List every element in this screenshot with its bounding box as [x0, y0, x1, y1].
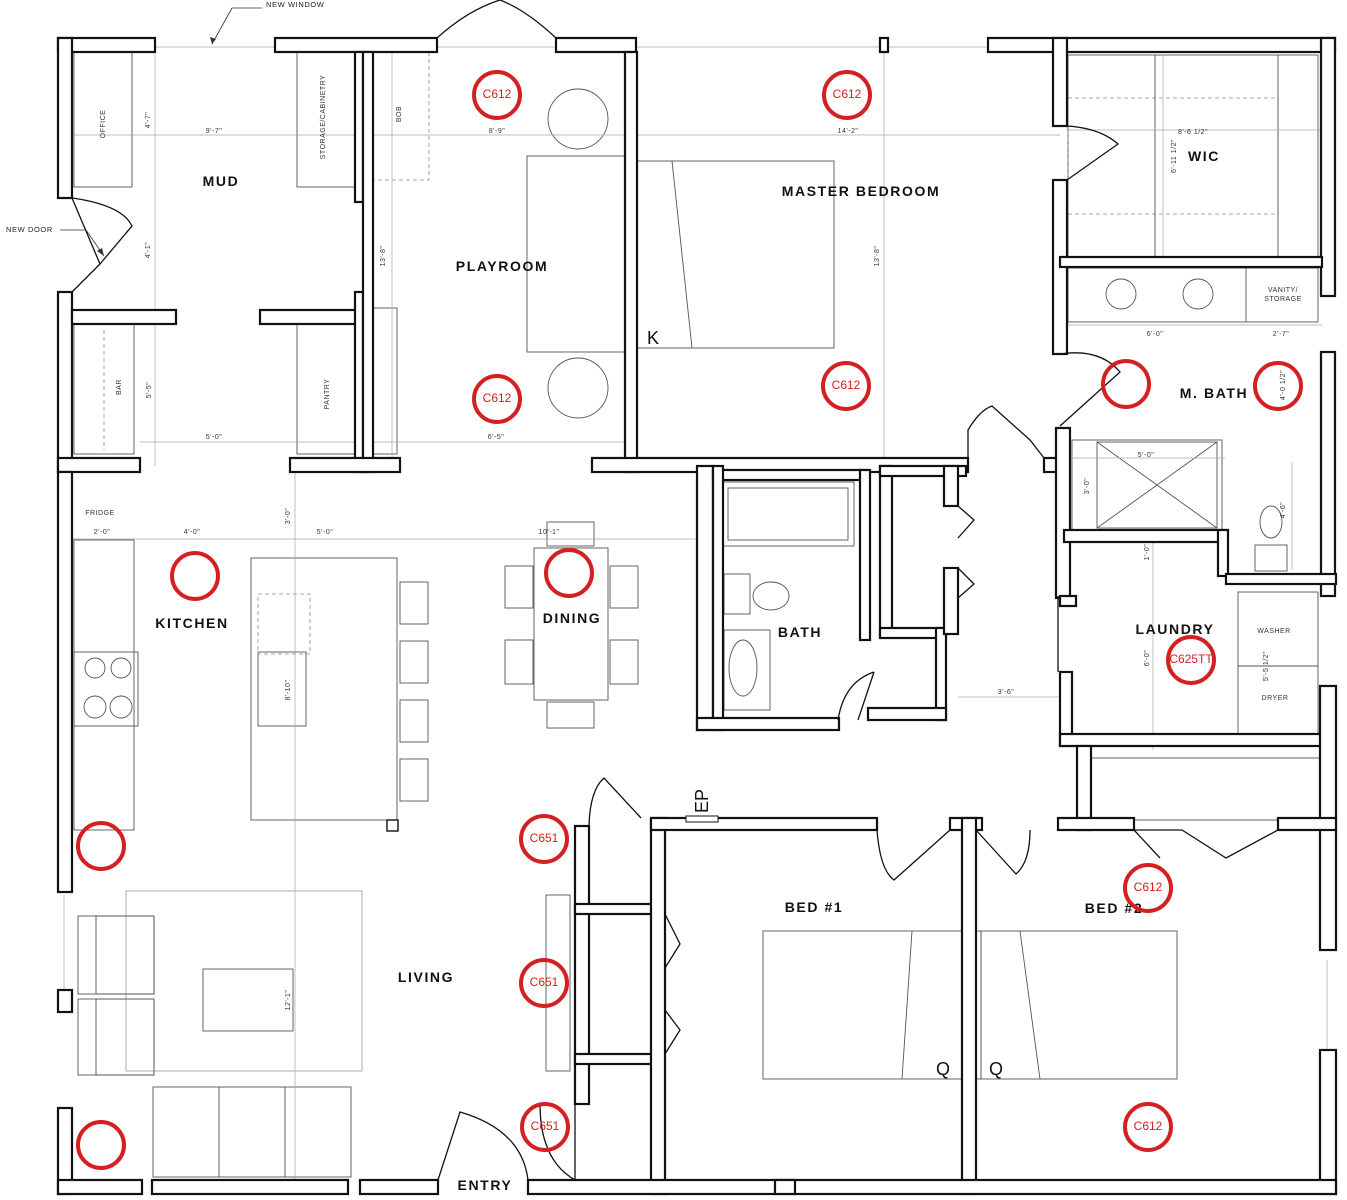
dimension-kitchen-width-1: 4'-0"	[184, 529, 200, 536]
dimension-shower-height: 3'-0"	[1084, 478, 1091, 494]
room-labels: MUD PLAYROOM MASTER BEDROOM WIC M. BATH …	[155, 148, 1249, 1193]
light-fixtures: C612 C612 C612 C612 C625TT C651 C651 C65…	[76, 70, 1303, 1170]
storage-cabinetry-label: STORAGE/CABINETRY	[320, 75, 327, 159]
light-fixture-marker[interactable]: C612	[472, 374, 522, 424]
room-label-dining: DINING	[543, 610, 602, 626]
room-label-m-bath: M. BATH	[1180, 385, 1249, 401]
new-window-label: NEW WINDOW	[266, 0, 325, 9]
svg-text:C651: C651	[530, 831, 559, 845]
dimension-kitchen-height: 3'-0"	[285, 508, 292, 524]
svg-text:C612: C612	[1134, 1119, 1163, 1133]
room-label-wic: WIC	[1188, 148, 1220, 164]
dimension-kitchen-width-2: 5'-0"	[317, 529, 333, 536]
light-fixture-marker[interactable]: C651	[519, 958, 569, 1008]
light-fixture-marker[interactable]	[76, 821, 126, 871]
room-label-bed-2: BED #2	[1085, 900, 1144, 916]
dimension-playroom-height: 13'-8"	[380, 246, 387, 267]
dimension-dining-width: 10'-1"	[539, 529, 560, 536]
svg-text:C612: C612	[833, 87, 862, 101]
light-fixture-marker[interactable]	[76, 1120, 126, 1170]
dryer-label: DRYER	[1262, 695, 1289, 702]
dimension-playroom-width: 8'-9"	[489, 128, 505, 135]
light-fixture-marker[interactable]	[544, 548, 594, 598]
light-fixture-marker[interactable]: C612	[1123, 1102, 1173, 1152]
svg-text:C651: C651	[531, 1119, 560, 1133]
fixture-labels: OFFICE STORAGE/CABINETRY BOB BAR PANTRY …	[85, 75, 1302, 1079]
walls	[56, 36, 1338, 1196]
dimension-bar-width: 5'-0"	[206, 434, 222, 441]
dimension-island: 8'-10"	[285, 680, 292, 701]
svg-text:C612: C612	[1134, 880, 1163, 894]
dimension-master-width: 14'-2"	[838, 128, 859, 135]
room-label-playroom: PLAYROOM	[456, 258, 548, 274]
light-fixture-marker[interactable]	[1253, 361, 1303, 411]
room-label-living: LIVING	[398, 969, 454, 985]
new-door-label: NEW DOOR	[6, 225, 53, 234]
room-label-bed-1: BED #1	[785, 899, 844, 915]
light-fixture-marker[interactable]: C651	[520, 1102, 570, 1152]
dimension-vanity-width: 2'-7"	[1273, 331, 1289, 338]
bob-label: BOB	[396, 106, 403, 122]
light-fixture-marker[interactable]: C612	[821, 361, 871, 411]
furniture-layer	[73, 51, 1321, 1178]
bed-size-queen-label-1: Q	[936, 1059, 950, 1079]
svg-text:C612: C612	[483, 391, 512, 405]
dimension-mud-height: 4'-1"	[145, 242, 152, 258]
dimension-living-height: 12'-1"	[285, 990, 292, 1011]
room-label-bath: BATH	[778, 624, 822, 640]
dimension-shower-width: 5'-0"	[1138, 452, 1154, 459]
dimension-master-height: 13'-8"	[874, 246, 881, 267]
light-fixture-marker[interactable]	[1101, 359, 1151, 409]
dimension-mud-width: 9'-7"	[206, 128, 222, 135]
dimension-hall: 3'-6"	[998, 689, 1014, 696]
room-label-mud: MUD	[203, 173, 240, 189]
vanity-storage-label-2: STORAGE	[1264, 296, 1302, 303]
pantry-label: PANTRY	[324, 379, 331, 410]
svg-text:C625TT: C625TT	[1169, 652, 1213, 666]
dimension-labels: 4'-7" 9'-7" 8'-9" 14'-2" 8'-6 1/2" 6'-11…	[94, 112, 1289, 1011]
dimension-wc-depth: 4'-6"	[1280, 502, 1287, 518]
dimension-bar-height: 5'-5"	[146, 382, 153, 398]
room-label-kitchen: KITCHEN	[155, 615, 228, 631]
room-label-master-bedroom: MASTER BEDROOM	[782, 183, 941, 199]
dimension-wc-width: 1'-0"	[1144, 544, 1151, 560]
light-fixture-marker[interactable]: C612	[1123, 863, 1173, 913]
dimension-fridge-width: 2'-0"	[94, 529, 110, 536]
svg-text:C612: C612	[483, 87, 512, 101]
dimension-office-width: 4'-7"	[145, 112, 152, 128]
doors	[71, 0, 1279, 1182]
office-label: OFFICE	[100, 110, 107, 139]
bed-size-king-label: K	[647, 328, 659, 348]
dimension-wic-width: 8'-6 1/2"	[1178, 129, 1208, 136]
light-fixture-marker[interactable]: C612	[822, 70, 872, 120]
room-label-entry: ENTRY	[458, 1177, 513, 1193]
bed-size-queen-label-2: Q	[989, 1059, 1003, 1079]
dimension-mbath-width: 6'-0"	[1147, 331, 1163, 338]
room-label-laundry: LAUNDRY	[1135, 621, 1214, 637]
light-fixture-marker[interactable]: C612	[472, 70, 522, 120]
ep-label: EP	[692, 789, 712, 813]
svg-text:C651: C651	[530, 975, 559, 989]
light-fixture-marker[interactable]: C651	[519, 814, 569, 864]
light-fixture-marker[interactable]	[170, 551, 220, 601]
vanity-storage-label-1: VANITY/	[1268, 287, 1298, 294]
dimension-laundry-height: 6'-0"	[1144, 650, 1151, 666]
fridge-label: FRIDGE	[85, 510, 114, 517]
plan-annotations: NEW WINDOW NEW DOOR	[6, 0, 325, 257]
dimension-wic-height: 6'-11 1/2"	[1171, 139, 1178, 173]
dimension-washer-width: 5'-5 1/2"	[1263, 651, 1270, 681]
light-fixture-marker[interactable]: C625TT	[1166, 635, 1216, 685]
dimension-playroom-bottom-width: 6'-5"	[488, 434, 504, 441]
dimension-mbath-height: 4'-0 1/2"	[1280, 370, 1287, 400]
svg-text:C612: C612	[832, 378, 861, 392]
washer-label: WASHER	[1257, 628, 1290, 635]
bar-label: BAR	[116, 379, 123, 395]
